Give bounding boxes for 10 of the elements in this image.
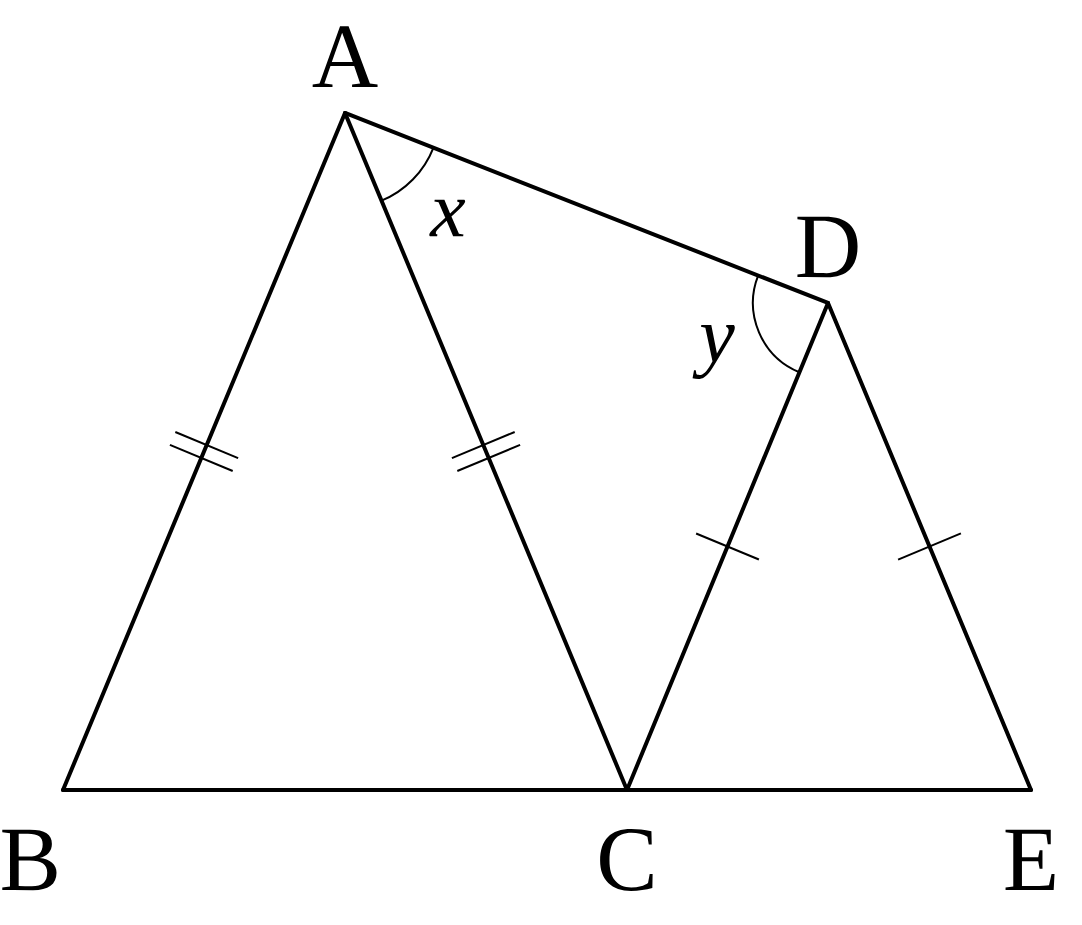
line-segment	[61, 788, 629, 792]
angle-label: x	[429, 199, 466, 237]
vertex-label: D	[797, 216, 858, 278]
line-segment	[343, 111, 830, 305]
line-segment	[625, 788, 1033, 792]
vertex-label: C	[600, 829, 653, 891]
angle-label: y	[692, 325, 735, 379]
vertex-label: A	[312, 26, 378, 87]
vertex-label: B	[2, 829, 57, 891]
vertex-label: E	[1005, 829, 1055, 890]
